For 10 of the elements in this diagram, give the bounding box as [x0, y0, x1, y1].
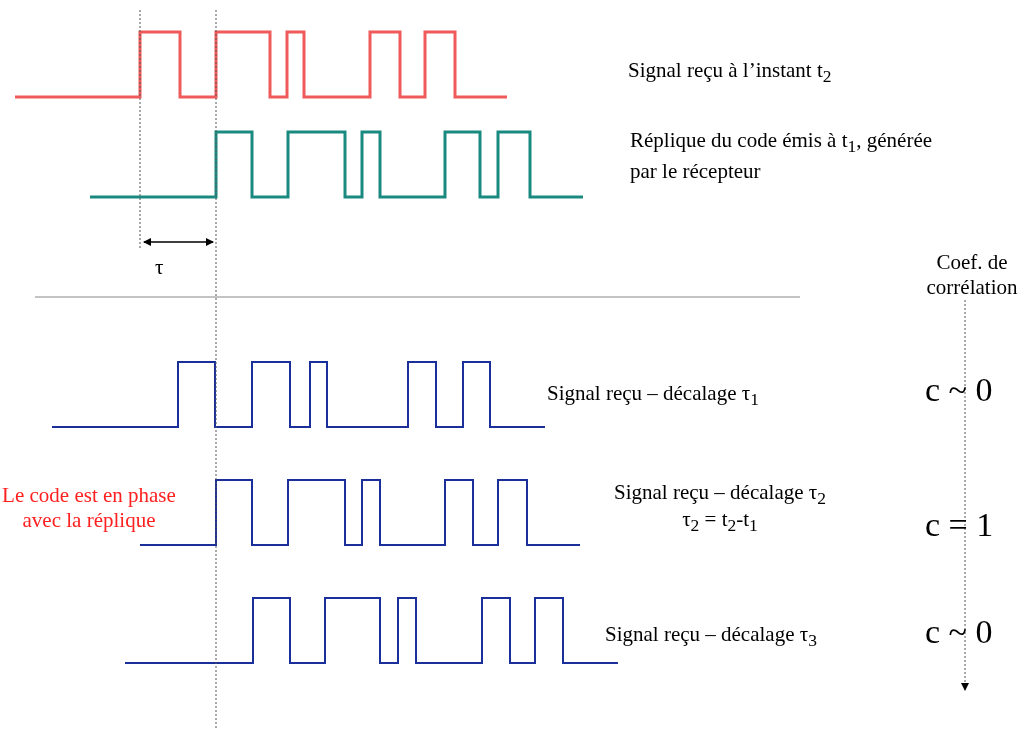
correlation-value: c ~ 0 — [925, 370, 993, 410]
axis-label: Coef. de corrélation — [925, 250, 1019, 300]
correlation-value: c ~ 0 — [925, 612, 993, 652]
note-text: Le code est en phase avec la réplique — [1, 483, 177, 533]
signal-label: Signal reçu – décalage τ$_{1}$ — [547, 381, 759, 412]
signal-label: Réplique du code émis à t$_{1}$, générée par le récepteur — [630, 128, 934, 185]
signal-label: Signal reçu – décalage τ$_{3}$ — [605, 622, 817, 653]
signal-label: Signal reçu à l’instant t$_{2}$ — [628, 58, 832, 89]
tau-label: τ — [155, 255, 164, 280]
correlation-value: c = 1 — [925, 505, 994, 545]
